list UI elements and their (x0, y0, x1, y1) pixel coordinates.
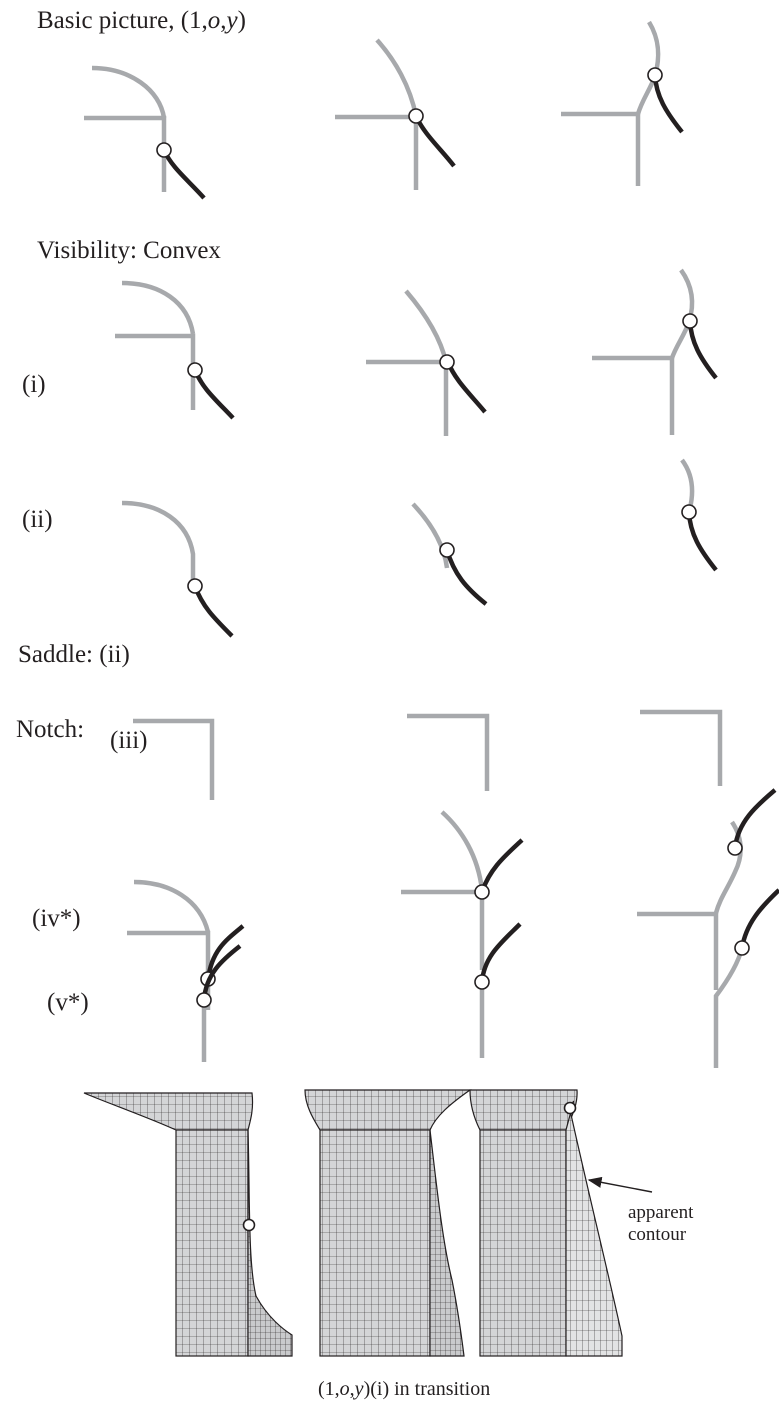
convex-ii-figure-2 (411, 502, 488, 606)
contour-point-marker (408, 108, 424, 124)
convex-i-figure-3 (592, 268, 718, 435)
convex-i-figure-1 (115, 280, 235, 420)
contour-point-marker (439, 542, 455, 558)
row-label-iii: (iii) (110, 727, 148, 754)
heading-basic-text: Basic picture, (1,o,y) (37, 7, 246, 34)
heading-visibility-convex: Visibility: Convex (37, 237, 221, 264)
contour-point-marker (563, 1101, 577, 1115)
notch-iv-figure-3 (637, 788, 777, 990)
surface-top-face (469, 1089, 578, 1131)
basic-figure-2 (335, 38, 456, 190)
contour-point-marker (682, 313, 698, 329)
convex-i-figure-2 (366, 289, 487, 436)
surface-front-face (319, 1129, 431, 1357)
contour-point-marker (196, 992, 212, 1008)
apparent-contour-line1: apparent (628, 1202, 694, 1223)
contour-point-marker (681, 504, 697, 520)
apparent-contour-line2: contour (628, 1223, 687, 1245)
contour-point-marker (727, 840, 743, 856)
basic-figure-1 (84, 65, 206, 200)
notch-iv-figure-2 (401, 810, 524, 970)
surface-render-1 (83, 1092, 293, 1357)
surface-side-face (247, 1129, 293, 1357)
contour-point-marker (242, 1218, 256, 1232)
contour-point-marker (647, 67, 663, 83)
heading-basic-picture: Basic picture, (1,o,y) (37, 8, 246, 33)
surface-top-face (83, 1092, 254, 1131)
surface-front-face (175, 1129, 249, 1357)
notch-iii-figure-1 (133, 718, 215, 800)
row-label-iv: (iv*) (32, 905, 81, 932)
surface-front-face (479, 1129, 567, 1357)
row-label-i: (i) (22, 371, 46, 398)
surface-side-face (565, 1100, 623, 1357)
notch-v-figure-3 (713, 888, 779, 1068)
row-label-ii: (ii) (22, 506, 53, 533)
notch-v-figure-1 (196, 944, 242, 1062)
contour-point-marker (187, 362, 203, 378)
contour-point-marker (439, 354, 455, 370)
convex-ii-figure-3 (680, 458, 718, 572)
row-label-v: (v*) (47, 989, 89, 1016)
contour-point-marker (474, 974, 490, 990)
apparent-contour-arrow (587, 1176, 653, 1193)
contour-point-marker (474, 884, 490, 900)
contour-point-marker (156, 142, 172, 158)
surface-render-2 (304, 1089, 472, 1357)
basic-figure-3 (561, 20, 684, 186)
notch-iii-figure-3 (640, 709, 723, 786)
surface-top-face (304, 1089, 472, 1131)
contour-point-marker (734, 940, 750, 956)
heading-saddle: Saddle: (ii) (18, 641, 130, 668)
convex-ii-figure-1 (121, 500, 234, 638)
surface-render-3 (469, 1089, 623, 1357)
figure-caption: (1,o,y)(i) in transition (318, 1378, 491, 1400)
contour-point-marker (187, 578, 203, 594)
notch-v-figure-2 (474, 922, 522, 1058)
surface-side-face (429, 1129, 465, 1357)
apparent-contour-label: apparent contour (628, 1202, 693, 1246)
heading-notch: Notch: (16, 716, 85, 743)
notch-iv-figure-1 (127, 879, 245, 1010)
notch-iii-figure-2 (407, 713, 490, 791)
